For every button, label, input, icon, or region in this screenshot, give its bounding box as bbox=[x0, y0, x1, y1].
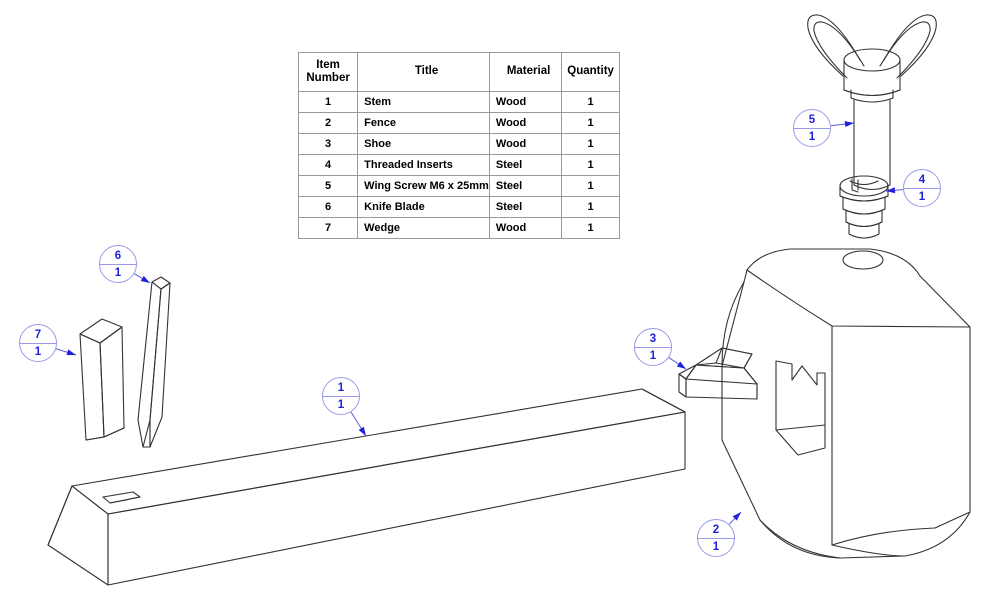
cell-item-number: 1 bbox=[297, 91, 359, 113]
part-shoe bbox=[678, 347, 758, 400]
balloon-quantity: 1 bbox=[649, 350, 657, 362]
leader-arrowhead-stem bbox=[358, 426, 366, 436]
part-threaded-insert bbox=[839, 175, 889, 239]
cell-material: Wood bbox=[488, 112, 563, 134]
part-knife-blade bbox=[137, 276, 171, 448]
balloon-divider bbox=[793, 128, 831, 129]
cell-quantity: 1 bbox=[561, 217, 620, 239]
part-wing-screw bbox=[807, 14, 937, 191]
balloon-quantity: 1 bbox=[34, 346, 42, 358]
header-title: Title bbox=[357, 52, 490, 92]
cell-material: Steel bbox=[488, 175, 563, 197]
leader-arrowhead-threaded-inserts bbox=[886, 187, 896, 194]
cell-quantity: 1 bbox=[561, 154, 620, 176]
balloon-quantity: 1 bbox=[712, 541, 720, 553]
balloon-divider bbox=[322, 396, 360, 397]
cell-item-number: 3 bbox=[297, 133, 359, 155]
balloon-quantity: 1 bbox=[337, 399, 345, 411]
cell-quantity: 1 bbox=[561, 112, 620, 134]
cell-title: Stem bbox=[357, 91, 490, 113]
part-stem bbox=[47, 388, 686, 586]
balloon-item-number: 2 bbox=[712, 524, 720, 536]
cell-quantity: 1 bbox=[561, 196, 620, 218]
cell-item-number: 7 bbox=[297, 217, 359, 239]
cell-title: Knife Blade bbox=[357, 196, 490, 218]
balloon-divider bbox=[19, 343, 57, 344]
balloon-item-number: 5 bbox=[808, 114, 816, 126]
cell-material: Steel bbox=[488, 154, 563, 176]
balloon-item-number: 7 bbox=[34, 329, 42, 341]
cell-item-number: 6 bbox=[297, 196, 359, 218]
cell-quantity: 1 bbox=[561, 175, 620, 197]
leader-arrowhead-wing-screw bbox=[844, 121, 854, 128]
header-item-number: Item Number bbox=[297, 52, 359, 92]
balloon-item-number: 1 bbox=[337, 382, 345, 394]
balloon-item-number: 4 bbox=[918, 174, 926, 186]
cell-title: Wedge bbox=[357, 217, 490, 239]
leader-arrowhead-fence bbox=[732, 512, 741, 521]
leader-arrowhead-wedge bbox=[66, 349, 76, 356]
header-quantity: Quantity bbox=[561, 52, 620, 92]
table-header-row: Item Number Title Material Quantity bbox=[297, 52, 620, 92]
cell-material: Wood bbox=[488, 133, 563, 155]
balloon-divider bbox=[697, 538, 735, 539]
cell-title: Fence bbox=[357, 112, 490, 134]
cell-material: Steel bbox=[488, 196, 563, 218]
cell-item-number: 4 bbox=[297, 154, 359, 176]
cell-item-number: 2 bbox=[297, 112, 359, 134]
balloon-item-number: 3 bbox=[649, 333, 657, 345]
cell-quantity: 1 bbox=[561, 133, 620, 155]
header-material: Material bbox=[488, 52, 563, 92]
balloon-divider bbox=[99, 264, 137, 265]
balloon-divider bbox=[634, 347, 672, 348]
part-wedge bbox=[79, 318, 125, 441]
balloon-quantity: 1 bbox=[918, 191, 926, 203]
balloon-divider bbox=[903, 188, 941, 189]
leader-arrowhead-knife-blade bbox=[140, 275, 150, 283]
cell-title: Wing Screw M6 x 25mm bbox=[357, 175, 490, 197]
leader-arrowhead-shoe bbox=[676, 361, 686, 369]
cell-material: Wood bbox=[488, 91, 563, 113]
cell-material: Wood bbox=[488, 217, 563, 239]
cell-quantity: 1 bbox=[561, 91, 620, 113]
leader-arrowheads bbox=[66, 121, 896, 521]
balloon-item-number: 6 bbox=[114, 250, 122, 262]
cell-title: Threaded Inserts bbox=[357, 154, 490, 176]
part-fence bbox=[721, 248, 971, 559]
cell-item-number: 5 bbox=[297, 175, 359, 197]
balloon-quantity: 1 bbox=[808, 131, 816, 143]
balloon-quantity: 1 bbox=[114, 267, 122, 279]
cell-title: Shoe bbox=[357, 133, 490, 155]
